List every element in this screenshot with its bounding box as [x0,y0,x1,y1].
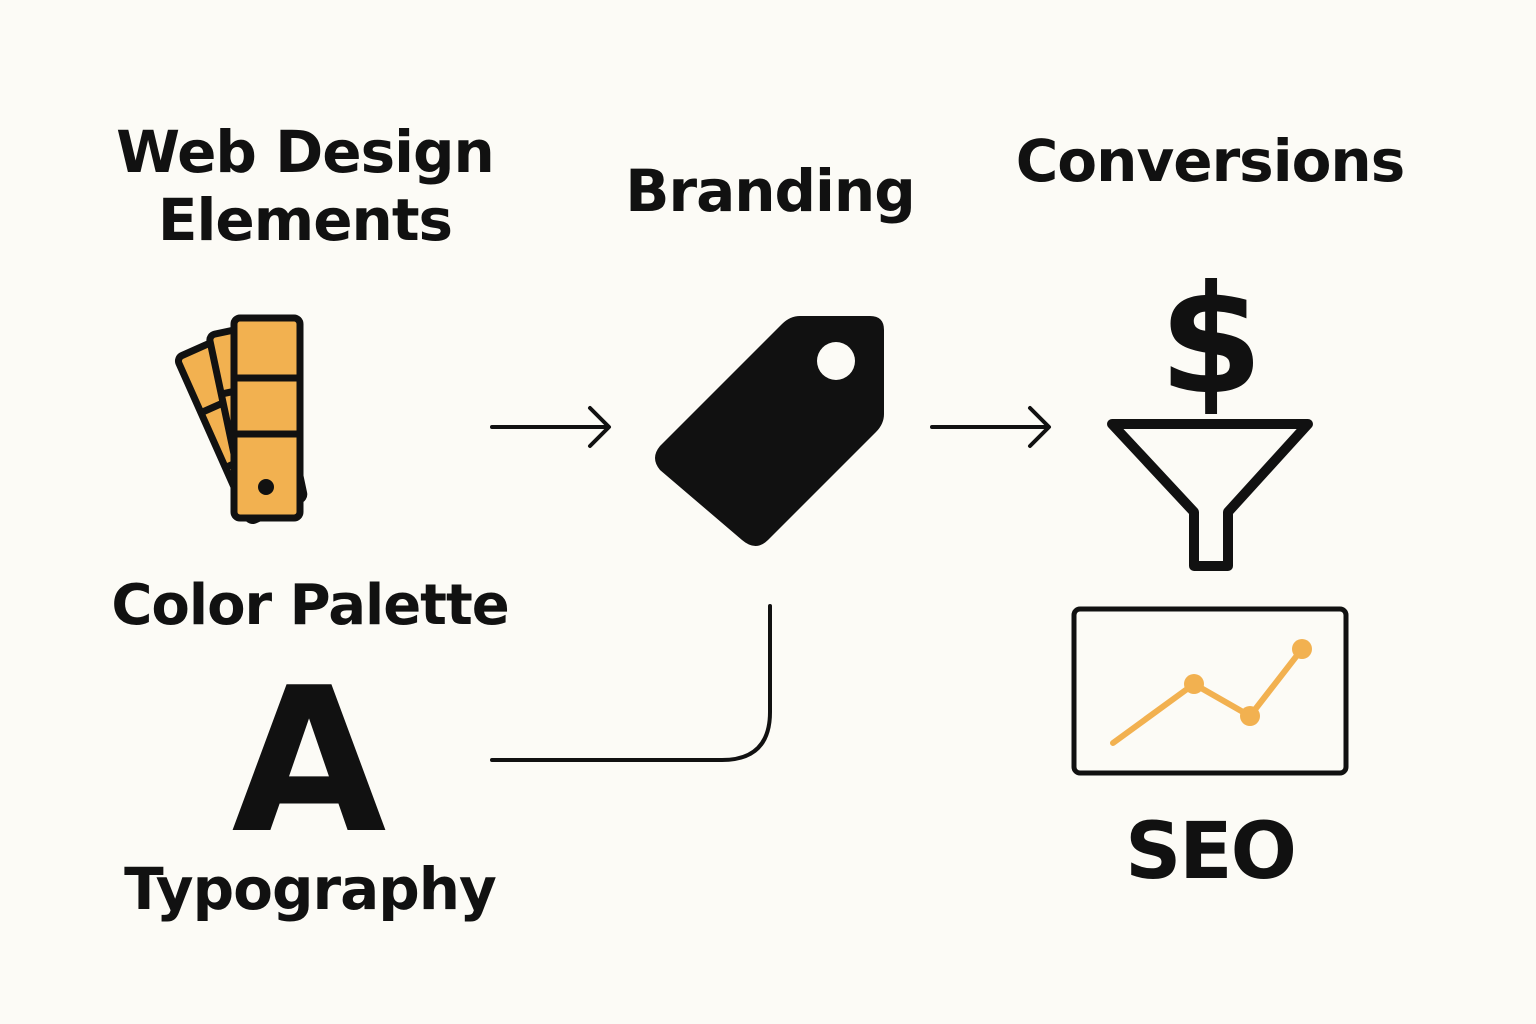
branding-label: Branding [625,157,915,225]
conversions-label: Conversions [1015,127,1406,195]
line-chart-icon [1071,606,1349,776]
seo-label: SEO [1125,807,1297,897]
letter-a-icon: A [232,645,387,878]
color-swatch-icon [174,314,308,524]
typography-label: Typography [124,855,497,923]
arrow-right-icon [490,406,611,448]
price-tag-icon [655,316,884,546]
arrow-right-icon [930,406,1051,448]
connector-line [490,604,772,762]
funnel-icon [1107,419,1313,571]
color-palette-label: Color Palette [111,573,509,638]
web-design-elements-label: Web Design Elements [116,118,495,254]
dollar-icon: $ [1159,254,1263,428]
